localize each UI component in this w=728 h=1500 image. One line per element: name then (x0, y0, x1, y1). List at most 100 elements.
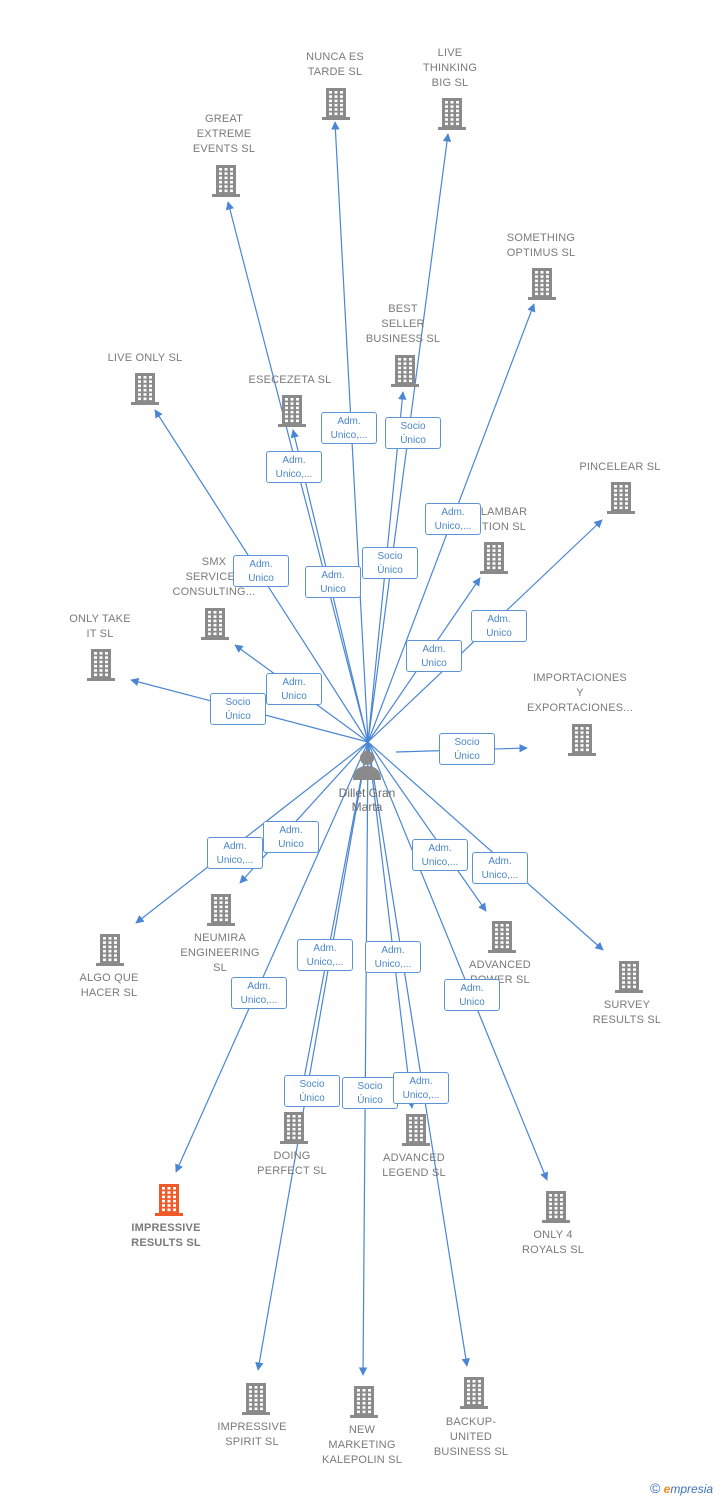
role-badge-esecezeta[interactable]: Adm. Unico,... (266, 451, 322, 483)
edge-doing (296, 741, 369, 1106)
edge-advanced_legend (367, 741, 416, 1109)
company-node-pincelear[interactable]: PINCELEAR SL (555, 460, 685, 475)
company-node-impressive_spirit[interactable]: IMPRESSIVE SPIRIT SL (187, 1420, 317, 1450)
role-badge-new_marketing[interactable]: Socio Único (342, 1077, 398, 1109)
person-icon[interactable] (350, 748, 384, 782)
company-node-algo[interactable]: ALGO QUE HACER SL (44, 971, 174, 1001)
building-icon[interactable] (526, 266, 558, 300)
building-icon[interactable] (389, 353, 421, 387)
company-node-neumira[interactable]: NEUMIRA ENGINEERING SL (155, 931, 285, 976)
company-node-only4[interactable]: ONLY 4 ROYALS SL (488, 1228, 618, 1258)
role-badge-live_only[interactable]: Adm. Unico (305, 566, 361, 598)
company-name[interactable]: NUNCA ES TARDE SL (306, 51, 364, 78)
building-icon[interactable] (486, 919, 518, 953)
company-node-survey[interactable]: SURVEY RESULTS SL (562, 998, 692, 1028)
role-badge-doing[interactable]: Adm. Unico,... (297, 939, 353, 971)
company-node-backup[interactable]: BACKUP- UNITED BUSINESS SL (406, 1415, 536, 1460)
role-badge-importaciones[interactable]: Socio Único (439, 733, 495, 765)
company-name[interactable]: IMPRESSIVE RESULTS SL (131, 1222, 201, 1249)
company-name[interactable]: IMPRESSIVE SPIRIT SL (217, 1421, 287, 1448)
company-node-importaciones[interactable]: IMPORTACIONES Y EXPORTACIONES... (515, 671, 645, 716)
role-badge-survey[interactable]: Adm. Unico,... (472, 852, 528, 884)
company-name[interactable]: BEST SELLER BUSINESS SL (365, 303, 441, 345)
company-node-something[interactable]: SOMETHING OPTIMUS SL (476, 231, 606, 261)
building-icon[interactable] (613, 959, 645, 993)
company-name[interactable]: DOING PERFECT SL (257, 1150, 327, 1177)
building-icon[interactable] (94, 932, 126, 966)
role-badge-live_thinking[interactable]: Socio Único (362, 547, 418, 579)
building-icon[interactable] (199, 606, 231, 640)
building-icon[interactable] (605, 480, 637, 514)
building-icon[interactable] (85, 647, 117, 681)
building-icon[interactable] (320, 86, 352, 120)
company-node-smx[interactable]: SMX SERVICES CONSULTING... (149, 555, 279, 600)
building-icon[interactable] (129, 371, 161, 405)
role-badge-nunca[interactable]: Adm. Unico,... (321, 412, 377, 444)
company-node-new_marketing[interactable]: NEW MARKETING KALEPOLIN SL (297, 1423, 427, 1468)
company-node-best[interactable]: BEST SELLER BUSINESS SL (338, 302, 468, 347)
company-name[interactable]: ONLY 4 ROYALS SL (521, 1229, 585, 1256)
role-badge-backup[interactable]: Adm. Unico,... (393, 1072, 449, 1104)
building-icon[interactable] (400, 1112, 432, 1146)
building-icon[interactable] (540, 1189, 572, 1223)
company-node-esecezeta[interactable]: ESECEZETA SL (225, 373, 355, 388)
building-icon[interactable] (240, 1381, 272, 1415)
company-node-nunca[interactable]: NUNCA ES TARDE SL (270, 50, 400, 80)
edge-impressive_results (175, 741, 369, 1173)
role-badge-algo[interactable]: Adm. Unico,... (207, 837, 263, 869)
company-name[interactable]: ESECEZETA SL (248, 374, 332, 386)
company-name[interactable]: ADVANCED LEGEND SL (382, 1152, 446, 1179)
role-badge-only4[interactable]: Adm. Unico (444, 979, 500, 1011)
role-badge-great[interactable]: Adm. Unico (233, 555, 289, 587)
company-node-live_thinking[interactable]: LIVE THINKING BIG SL (385, 46, 515, 91)
role-badge-impressive_spirit[interactable]: Socio Único (284, 1075, 340, 1107)
company-name[interactable]: BACKUP- UNITED BUSINESS SL (433, 1416, 509, 1458)
company-node-only_take[interactable]: ONLY TAKE IT SL (35, 612, 165, 642)
role-badge-pincelear[interactable]: Adm. Unico (471, 610, 527, 642)
building-icon[interactable] (276, 393, 308, 427)
building-icon[interactable] (205, 892, 237, 926)
role-badge-only_take[interactable]: Socio Único (210, 693, 266, 725)
company-name[interactable]: PINCELEAR SL (579, 461, 661, 473)
company-name[interactable]: LIVE THINKING BIG SL (422, 47, 478, 89)
company-name[interactable]: NEW MARKETING KALEPOLIN SL (321, 1424, 403, 1466)
building-icon[interactable] (478, 540, 510, 574)
company-node-great[interactable]: GREAT EXTREME EVENTS SL (159, 112, 289, 157)
brand-e: e (663, 1482, 671, 1496)
company-name[interactable]: GREAT EXTREME EVENTS SL (192, 113, 256, 155)
building-icon[interactable] (348, 1384, 380, 1418)
company-name[interactable]: SMX SERVICES CONSULTING... (172, 556, 256, 598)
company-node-impressive_results[interactable]: IMPRESSIVE RESULTS SL (101, 1221, 231, 1251)
company-name[interactable]: SOMETHING OPTIMUS SL (506, 232, 576, 259)
company-name[interactable]: ONLY TAKE IT SL (69, 613, 131, 640)
edge-survey (367, 741, 604, 951)
company-name[interactable]: SURVEY RESULTS SL (592, 999, 662, 1026)
role-badge-smx[interactable]: Adm. Unico (266, 673, 322, 705)
building-icon[interactable] (458, 1375, 490, 1409)
company-name[interactable]: IMPORTACIONES Y EXPORTACIONES... (526, 672, 634, 714)
edge-impressive_spirit (255, 741, 369, 1371)
copyright-symbol: © (650, 1480, 661, 1496)
building-icon[interactable] (566, 722, 598, 756)
role-badge-best[interactable]: Socio Único (385, 417, 441, 449)
role-badge-neumira[interactable]: Adm. Unico (263, 821, 319, 853)
company-node-advanced_legend[interactable]: ADVANCED LEGEND SL (349, 1151, 479, 1181)
center-person-name[interactable]: Dillet Gran Marta (338, 786, 396, 814)
company-name[interactable]: LAMBAR TION SL (480, 506, 528, 533)
building-icon[interactable] (436, 96, 468, 130)
company-node-doing[interactable]: DOING PERFECT SL (227, 1149, 357, 1179)
role-badge-something[interactable]: Adm. Unico,... (425, 503, 481, 535)
building-icon[interactable] (278, 1110, 310, 1144)
company-node-live_only[interactable]: LIVE ONLY SL (80, 351, 210, 366)
company-node-lambar[interactable]: LAMBAR TION SL (439, 505, 569, 535)
edge-only4 (367, 741, 549, 1181)
building-icon[interactable] (153, 1182, 185, 1216)
role-badge-advanced_power[interactable]: Adm. Unico,... (412, 839, 468, 871)
company-name[interactable]: LIVE ONLY SL (107, 352, 183, 364)
role-badge-lambar[interactable]: Adm. Unico (406, 640, 462, 672)
company-name[interactable]: NEUMIRA ENGINEERING SL (180, 932, 260, 974)
building-icon[interactable] (210, 163, 242, 197)
company-name[interactable]: ALGO QUE HACER SL (79, 972, 139, 999)
role-badge-advanced_legend[interactable]: Adm. Unico,... (365, 941, 421, 973)
role-badge-impressive_results[interactable]: Adm. Unico,... (231, 977, 287, 1009)
